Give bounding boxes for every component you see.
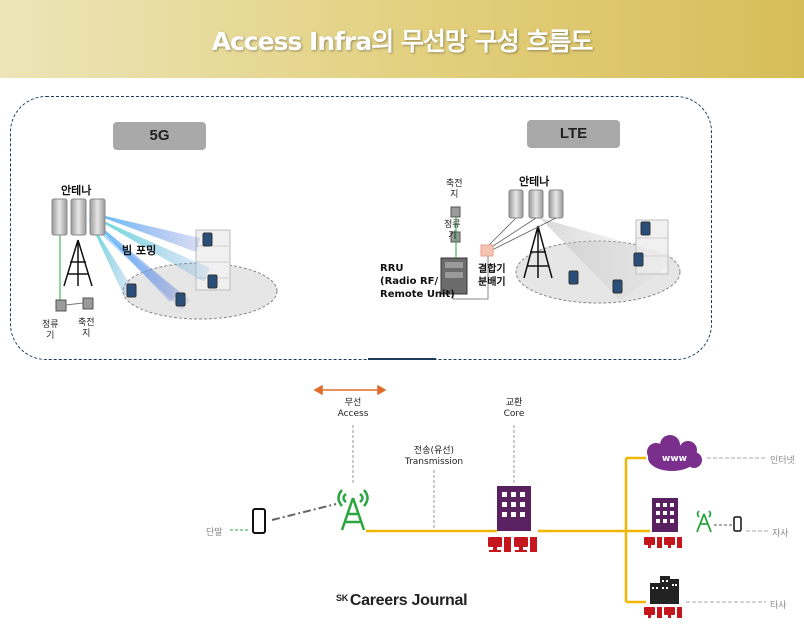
other-computer-icon [644, 607, 682, 618]
terminal-label: 단말 [206, 528, 223, 538]
5g-dc-link [65, 302, 84, 306]
5g-beams [86, 212, 210, 310]
access-label: 무선 Access [337, 398, 369, 419]
5g-rectifier-icon [55, 299, 67, 312]
5g-antenna-icon [51, 198, 106, 236]
brand-prefix: SK [336, 593, 348, 603]
other-label: 타사 [770, 601, 787, 611]
lte-antenna-icon [508, 189, 564, 219]
lte-combiner-icon [480, 244, 494, 257]
lte-rru-link [452, 256, 489, 300]
lte-battery-icon [450, 206, 461, 218]
brand-name: Careers Journal [349, 592, 468, 609]
network-frame [10, 96, 712, 360]
5g-tag: 5G [113, 122, 206, 150]
cloud-icon [647, 435, 702, 471]
own-label: 자사 [772, 529, 789, 539]
lte-feeder-lines [487, 217, 557, 251]
phone-icon [252, 508, 266, 534]
radio-link [271, 503, 337, 521]
tower-icon [337, 489, 369, 531]
core-label: 교환 Core [503, 398, 525, 419]
computer-icon [488, 537, 537, 552]
5g-tower-icon [63, 239, 93, 287]
title-banner [0, 0, 804, 78]
5g-rectifier-label: 정류 기 [42, 320, 59, 341]
5g-phone-icon [126, 232, 218, 307]
core-building-icon [497, 486, 531, 531]
transmission-label: 전송(유선) Transmission [404, 446, 464, 467]
own-building-icon [652, 498, 678, 532]
www-label: www [662, 454, 687, 464]
own-computer-icon [644, 537, 682, 548]
other-building-icon [650, 576, 679, 604]
5g-battery-icon [82, 297, 94, 310]
lte-beam [540, 218, 680, 300]
rru-label: RRU (Radio RF/ Remote Unit) [380, 263, 455, 300]
beamforming-label: 빔 포밍 [122, 244, 157, 257]
combiner-label: 결합기 분배기 [478, 264, 506, 288]
access-span-arrow [313, 384, 387, 396]
lte-rru-icon [440, 257, 468, 295]
lte-battery-label: 축전 지 [446, 179, 463, 200]
lte-antenna-label: 안테나 [519, 175, 550, 188]
5g-battery-label: 축전 지 [78, 318, 95, 339]
lte-rectifier-label: 정류 기 [444, 220, 461, 241]
own-phone-icon [733, 516, 742, 532]
lte-tower-icon [523, 225, 553, 279]
lte-phone-icon [568, 221, 651, 294]
lte-tag: LTE [527, 120, 620, 148]
5g-antenna-label: 안테나 [61, 184, 92, 197]
internet-label: 인터넷 [770, 456, 795, 466]
own-tower-icon [696, 510, 712, 533]
page-title: Access Infra의 무선망 구성 흐름도 [211, 27, 594, 56]
